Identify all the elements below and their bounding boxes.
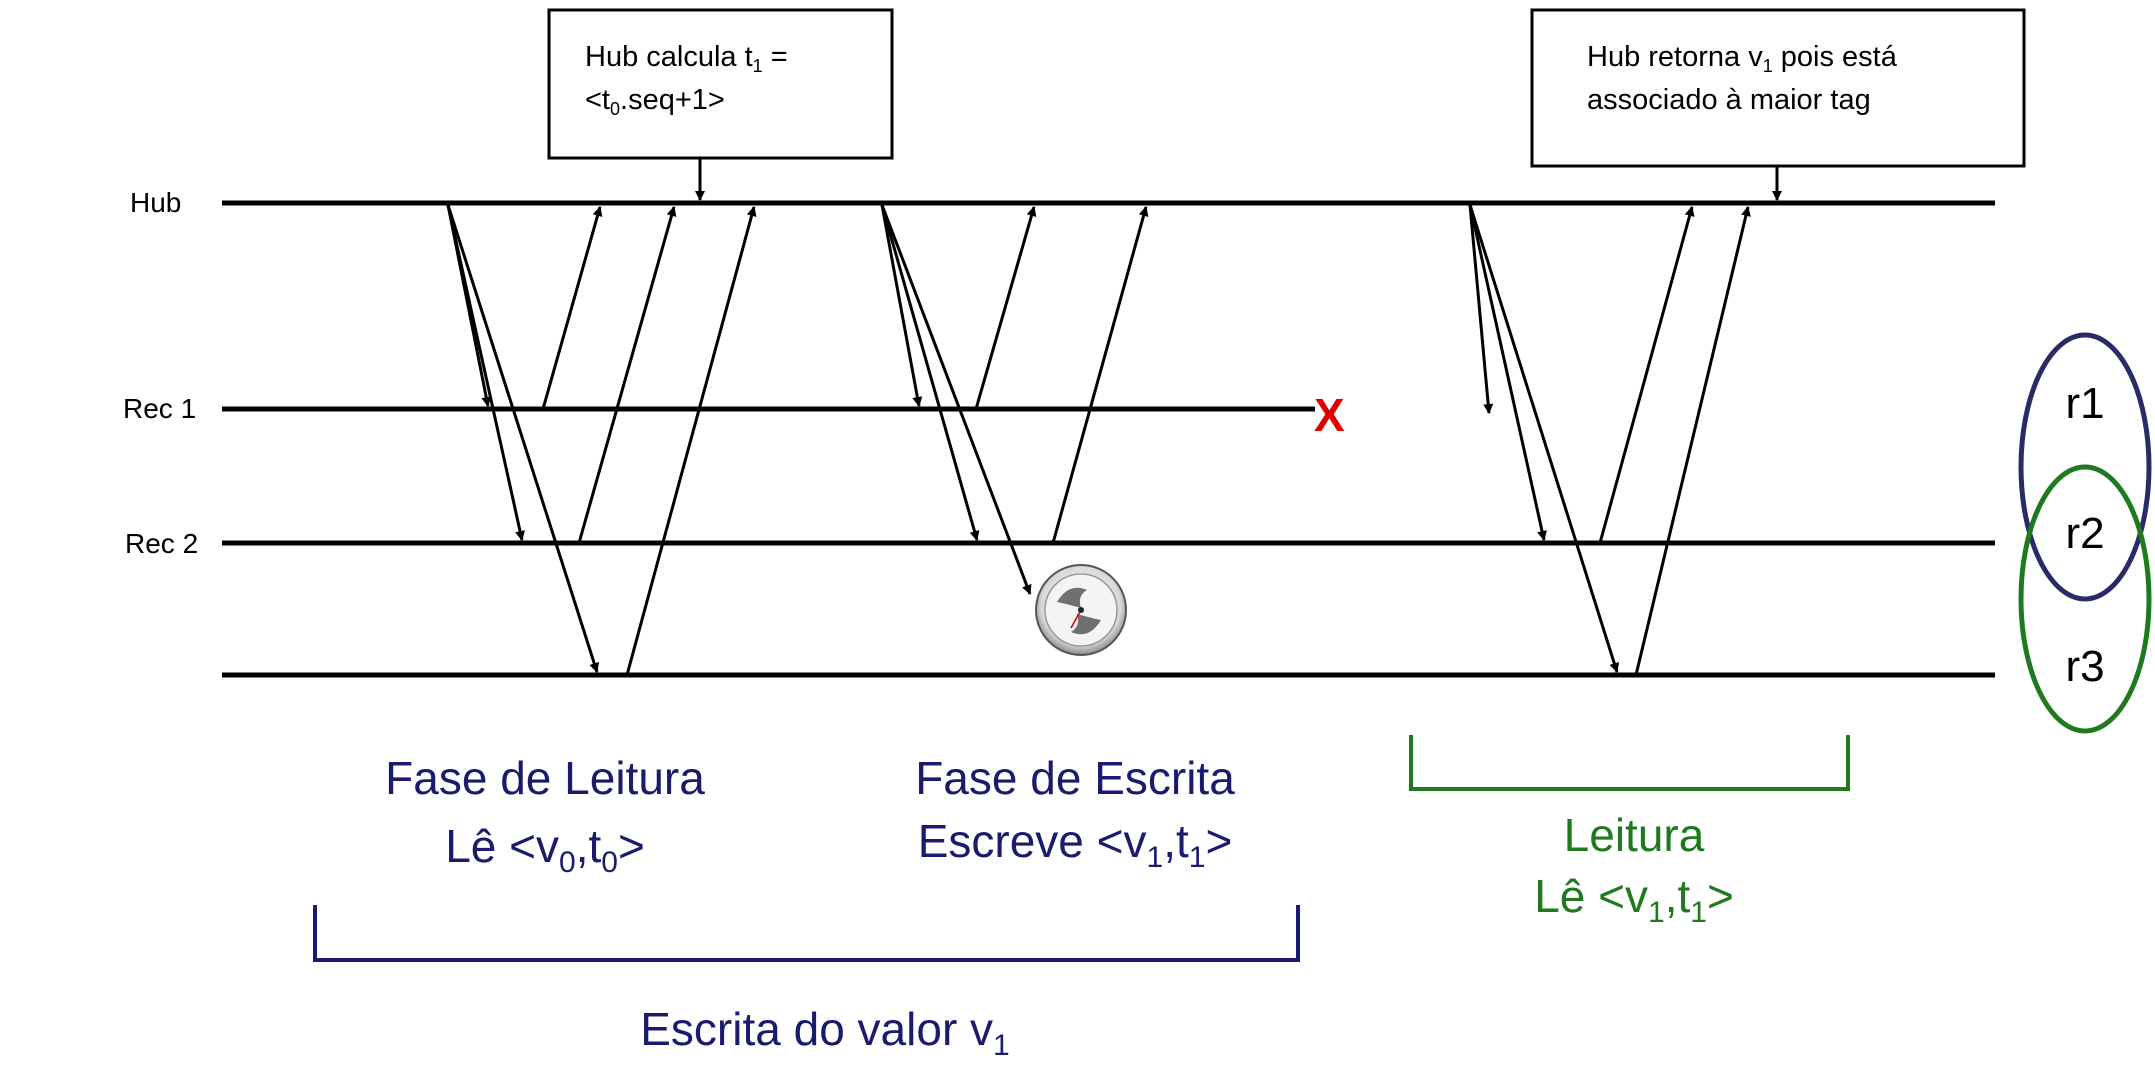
quorum-green-r2-r3	[2018, 464, 2152, 734]
read-phase-messages	[446, 204, 757, 676]
msg-hub-to-rec1-write	[880, 204, 923, 407]
label-rec1: Rec 1	[123, 393, 196, 424]
final-read-messages	[1468, 204, 1751, 676]
read-phase-title: Fase de Leitura	[385, 752, 705, 804]
msg-rec1-to-hub-write	[974, 206, 1037, 410]
final-read-value: Lê <v1,t1>	[1534, 870, 1734, 929]
msg-rec2-to-hub-write	[1051, 206, 1149, 544]
msg-rec3-to-hub	[625, 206, 757, 676]
note-box-returns	[1530, 8, 2026, 168]
msg-hub-to-rec2-final	[1468, 204, 1547, 541]
write-phase-value: Escreve <v1,t1>	[918, 815, 1233, 874]
note-calc-line1: Hub calcula t1 =	[585, 41, 788, 76]
delay-clock-icon	[1035, 564, 1127, 656]
msg-rec1-to-hub	[541, 206, 603, 410]
msg-hub-to-rec1-final	[1468, 204, 1494, 414]
msg-rec2-to-hub	[577, 206, 677, 544]
msg-hub-to-rec3-final	[1468, 204, 1620, 673]
label-hub: Hub	[130, 187, 181, 218]
msg-rec3-to-hub-final	[1634, 206, 1751, 676]
quorum-label-r3: r3	[2065, 642, 2104, 691]
read-phase-value: Lê <v0,t0>	[445, 820, 645, 879]
msg-rec2-to-hub-final	[1598, 206, 1695, 544]
write-phase-title: Fase de Escrita	[915, 752, 1235, 804]
quorum-blue-r1-r2	[2018, 332, 2152, 602]
overall-write-title: Escrita do valor v1	[640, 1003, 1009, 1062]
quorum-label-r2: r2	[2065, 509, 2104, 558]
failure-x-mark: X	[1314, 389, 1345, 441]
msg-hub-to-rec2-write	[880, 204, 980, 541]
msg-hub-to-rec3	[446, 204, 600, 673]
note-returns-line1: Hub retorna v1 pois está	[1587, 41, 1898, 76]
note-calc-line2: <t0.seq+1>	[585, 84, 725, 119]
quorum-label-r1: r1	[2065, 379, 2104, 428]
final-read-bracket	[1409, 735, 1850, 791]
write-phase-messages	[880, 204, 1149, 595]
note-returns-line2: associado à maior tag	[1587, 84, 1871, 116]
msg-hub-to-rec2	[446, 204, 525, 541]
note-box-calc	[547, 8, 894, 160]
final-read-title: Leitura	[1564, 809, 1705, 861]
overall-write-bracket	[313, 905, 1300, 962]
label-rec2: Rec 2	[125, 528, 198, 559]
msg-hub-to-rec3-write-delayed	[880, 204, 1032, 595]
